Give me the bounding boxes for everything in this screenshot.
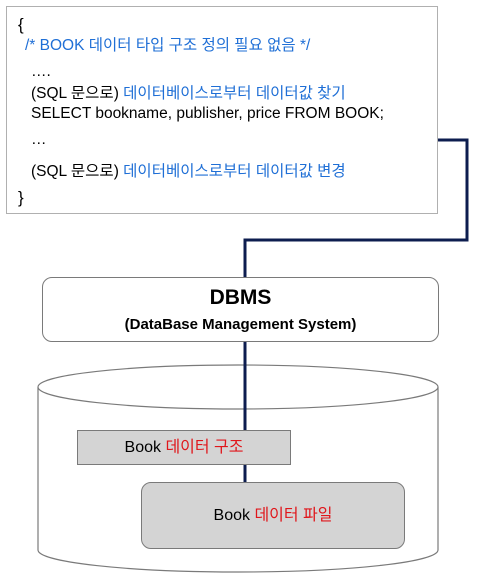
- query-line: (SQL 문으로) 데이터베이스로부터 데이터값 찾기: [31, 85, 346, 103]
- dbms-subtitle: (DataBase Management System): [124, 316, 357, 333]
- query-description: 데이터베이스로부터 데이터값 찾기: [123, 85, 346, 102]
- update-description: 데이터베이스로부터 데이터값 변경: [123, 163, 346, 180]
- code-ellipsis-1: ….: [31, 63, 51, 80]
- select-statement: SELECT bookname, publisher, price FROM B…: [31, 105, 384, 122]
- connector-app-to-dbms: [243, 138, 469, 277]
- structure-prefix: Book: [124, 439, 161, 456]
- book-data-file-box: Book 데이터 파일: [141, 482, 405, 549]
- database-cylinder-top: [37, 364, 439, 410]
- structure-label: 데이터 구조: [165, 439, 244, 456]
- book-data-structure-box: Book 데이터 구조: [77, 430, 291, 465]
- code-comment: /* BOOK 데이터 타입 구조 정의 필요 없음 */: [25, 37, 311, 54]
- query-prefix: (SQL 문으로): [31, 85, 119, 102]
- application-code-box: { /* BOOK 데이터 타입 구조 정의 필요 없음 */ …. (SQL …: [6, 6, 438, 214]
- update-line: (SQL 문으로) 데이터베이스로부터 데이터값 변경: [31, 163, 346, 181]
- file-prefix: Book: [213, 507, 250, 524]
- dbms-title: DBMS: [209, 286, 272, 309]
- update-prefix: (SQL 문으로): [31, 163, 119, 180]
- file-label: 데이터 파일: [254, 507, 333, 524]
- code-ellipsis-2: …: [31, 131, 47, 148]
- dbms-box: DBMS (DataBase Management System): [42, 277, 439, 342]
- close-brace: }: [18, 188, 24, 207]
- open-brace: {: [18, 15, 24, 34]
